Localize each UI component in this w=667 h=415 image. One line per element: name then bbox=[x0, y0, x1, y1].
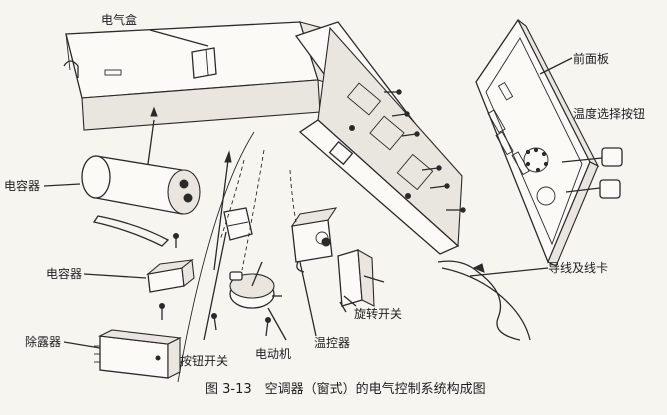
label-button-switch: 按钮开关 bbox=[180, 354, 229, 368]
thermostat bbox=[290, 207, 338, 273]
label-front-panel: 前面板 bbox=[573, 52, 610, 66]
wire-harness bbox=[437, 260, 531, 341]
connecting-wires bbox=[177, 131, 297, 383]
capacitor-strap bbox=[92, 215, 170, 247]
control-housing bbox=[294, 21, 463, 255]
label-capacitor-1: 电容器 bbox=[4, 179, 41, 193]
figure-caption: 图 3-13 空调器（窗式）的电气控制系统构成图 bbox=[205, 382, 486, 397]
mounting-screws bbox=[384, 89, 466, 213]
label-motor: 电动机 bbox=[255, 347, 292, 361]
front-panel bbox=[475, 18, 600, 267]
capacitor-box bbox=[146, 258, 195, 293]
label-temperature-knob: 温度选择按钮 bbox=[573, 107, 646, 121]
rotary-switch bbox=[337, 249, 385, 313]
dehumidifier-block bbox=[94, 329, 182, 379]
label-dehumidifier: 除露器 bbox=[25, 335, 62, 349]
label-rotary-switch: 旋转开关 bbox=[354, 307, 403, 321]
label-thermostat: 温控器 bbox=[314, 336, 351, 350]
label-capacitor-2: 电容器 bbox=[46, 267, 83, 281]
label-wire-and-clip: 导线及线卡 bbox=[548, 261, 609, 275]
label-electrical-box: 电气盒 bbox=[101, 13, 138, 27]
button-switch bbox=[223, 207, 253, 241]
capacitor-cylinder bbox=[81, 155, 201, 215]
leader-lines bbox=[43, 29, 573, 349]
temperature-knobs bbox=[561, 147, 623, 199]
assembly-arrows bbox=[147, 106, 232, 271]
motor bbox=[229, 261, 282, 309]
